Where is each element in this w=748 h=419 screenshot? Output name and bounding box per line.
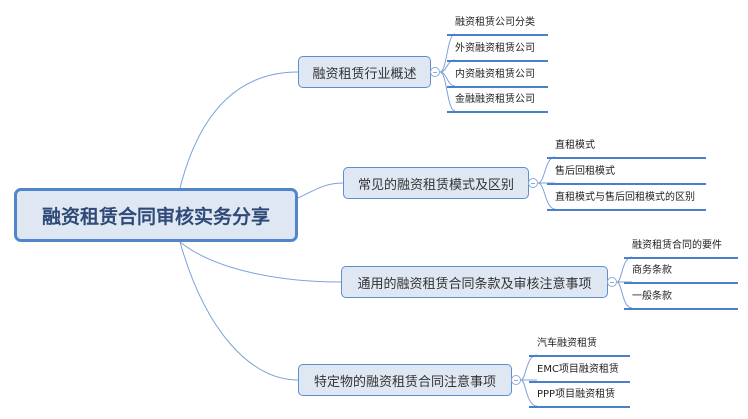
branch-specific-assets[interactable]: 特定物的融资租赁合同注意事项 xyxy=(298,364,512,396)
leaf-node[interactable]: 金融融资租赁公司 xyxy=(447,93,548,113)
root-topic[interactable]: 融资租赁合同审核实务分享 xyxy=(14,188,298,242)
leaf-node[interactable]: 直租模式与售后回租模式的区别 xyxy=(547,191,706,211)
leaf-node[interactable]: 内资融资租赁公司 xyxy=(447,68,548,88)
leaf-node[interactable]: 汽车融资租赁 xyxy=(529,337,630,357)
leaf-node[interactable]: 售后回租模式 xyxy=(547,165,706,185)
branch-industry-overview[interactable]: 融资租赁行业概述 xyxy=(298,56,431,88)
collapse-icon[interactable] xyxy=(430,67,440,77)
branch-leasing-models[interactable]: 常见的融资租赁模式及区别 xyxy=(343,167,529,199)
leaf-node[interactable]: PPP项目融资租赁 xyxy=(529,388,630,408)
leaf-node[interactable]: 融资租赁合同的要件 xyxy=(624,239,738,259)
collapse-icon[interactable] xyxy=(528,178,538,188)
collapse-icon[interactable] xyxy=(511,375,521,385)
branch-contract-clauses[interactable]: 通用的融资租赁合同条款及审核注意事项 xyxy=(341,266,608,298)
leaf-node[interactable]: 外资融资租赁公司 xyxy=(447,42,548,62)
leaf-node[interactable]: 融资租赁公司分类 xyxy=(447,16,548,36)
leaf-node[interactable]: EMC项目融资租赁 xyxy=(529,363,630,383)
collapse-icon[interactable] xyxy=(607,277,617,287)
leaf-node[interactable]: 商务条款 xyxy=(624,264,738,284)
leaf-node[interactable]: 一般条款 xyxy=(624,290,738,310)
leaf-node[interactable]: 直租模式 xyxy=(547,139,706,159)
